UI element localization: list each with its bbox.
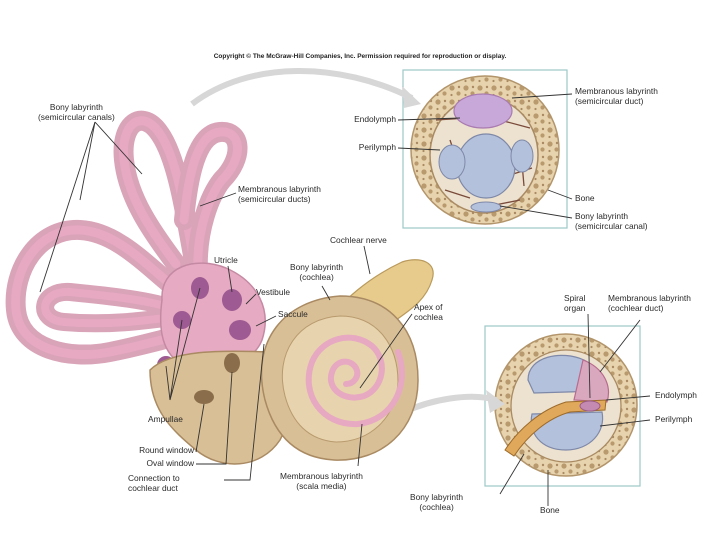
label-utricle: Utricle: [214, 255, 238, 265]
label-ampullae: Ampullae: [148, 414, 183, 424]
label-bony-labyrinth-canals: Bony labyrinth (semicircular canals): [38, 102, 115, 122]
leader-spiral-organ: [587, 313, 591, 399]
leader-top-endolymph: [397, 117, 461, 121]
label-bottom-membranous-duct: Membranous labyrinth (cochlear duct): [608, 293, 691, 313]
leader-lines: [39, 93, 651, 506]
label-membranous-scala-media: Membranous labyrinth (scala media): [280, 471, 363, 491]
label-bony-labyrinth-cochlea: Bony labyrinth (cochlea): [290, 262, 344, 282]
saccule-body: [229, 320, 251, 340]
label-oval-window: Oval window: [146, 458, 194, 468]
label-spiral-organ: Spiral organ: [564, 293, 586, 313]
top-inset-endolymph-duct: [453, 93, 513, 129]
top-inset-arrowhead: [402, 86, 421, 108]
label-bottom-bony-cochlea: Bony labyrinth (cochlea): [410, 492, 464, 512]
leader-bottom-endolymph: [605, 395, 651, 401]
label-membranous-labyrinth-ducts: Membranous labyrinth (semicircular ducts…: [238, 184, 321, 204]
leader-oval-window: [196, 371, 233, 465]
label-top-membranous-duct: Membranous labyrinth (semicircular duct): [575, 86, 658, 106]
semicircular-canals: [5, 110, 248, 365]
leader-scala-media: [357, 423, 363, 467]
top-inset-fluid-right: [510, 139, 534, 173]
label-bottom-bone: Bone: [540, 505, 560, 515]
top-inset-fluid-lobe: [456, 133, 516, 199]
leader-top-bony-canal: [499, 205, 573, 219]
bottom-inset-pointer-arrow: [402, 393, 497, 415]
utricle-body: [222, 289, 242, 311]
label-top-bone: Bone: [575, 193, 595, 203]
label-bottom-endolymph: Endolymph: [655, 390, 697, 400]
oval-window-shape: [224, 353, 240, 373]
label-round-window: Round window: [139, 445, 194, 455]
leader-top-perilymph: [397, 147, 441, 151]
leader-saccule: [255, 315, 277, 327]
bottom-inset-cochlear-duct: [573, 359, 609, 403]
label-saccule: Saccule: [278, 309, 308, 319]
leader-apex: [359, 313, 413, 389]
leader-membranous-ducts: [199, 192, 237, 207]
leader-top-membranous: [511, 93, 573, 99]
leader-bony-cochlea-main: [321, 285, 331, 301]
leader-cochlear-nerve: [363, 245, 371, 275]
leader-ampullae: [165, 287, 201, 401]
lateral-duct: [11, 225, 195, 359]
leader-bottom-bony-cochlea: [499, 453, 525, 495]
posterior-duct: [179, 127, 242, 277]
label-apex-of-cochlea: Apex of cochlea: [414, 302, 443, 322]
leader-bony-canals-3: [39, 121, 96, 293]
top-inset-fluid-bottom: [470, 201, 502, 213]
leader-bony-canals-2: [94, 121, 143, 175]
label-vestibule: Vestibule: [256, 287, 290, 297]
leader-bottom-perilymph: [599, 419, 651, 427]
label-top-bony-canal: Bony labyrinth (semicircular canal): [575, 211, 648, 231]
copyright-notice: Copyright © The McGraw-Hill Companies, I…: [213, 53, 507, 60]
round-window-shape: [194, 390, 214, 404]
bottom-inset-arrowhead: [486, 390, 505, 413]
leader-top-bone: [547, 189, 573, 200]
leader-round-window: [195, 403, 205, 453]
horizontal-duct: [41, 287, 184, 328]
top-inset-fluid-left: [438, 144, 466, 180]
top-inset-pointer-arrow: [190, 68, 414, 107]
label-top-endolymph: Endolymph: [354, 114, 396, 124]
label-cochlear-nerve: Cochlear nerve: [330, 235, 387, 245]
leader-connection: [224, 343, 265, 481]
bony-vestibular-base: [149, 350, 294, 465]
leader-bottom-membranous: [599, 319, 641, 373]
label-top-perilymph: Perilymph: [358, 142, 396, 152]
label-bottom-perilymph: Perilymph: [655, 414, 693, 424]
leader-vestibule: [245, 293, 257, 305]
bottom-inset-spiral-organ: [579, 400, 601, 412]
scala-media-spiral: [305, 334, 405, 428]
leader-bony-canals-1: [79, 121, 96, 201]
leader-utricle: [227, 265, 233, 293]
top-inset-cross-section: [402, 69, 568, 229]
label-connection-cochlear-duct: Connection to cochlear duct: [128, 473, 180, 493]
cochlea: [260, 295, 419, 461]
